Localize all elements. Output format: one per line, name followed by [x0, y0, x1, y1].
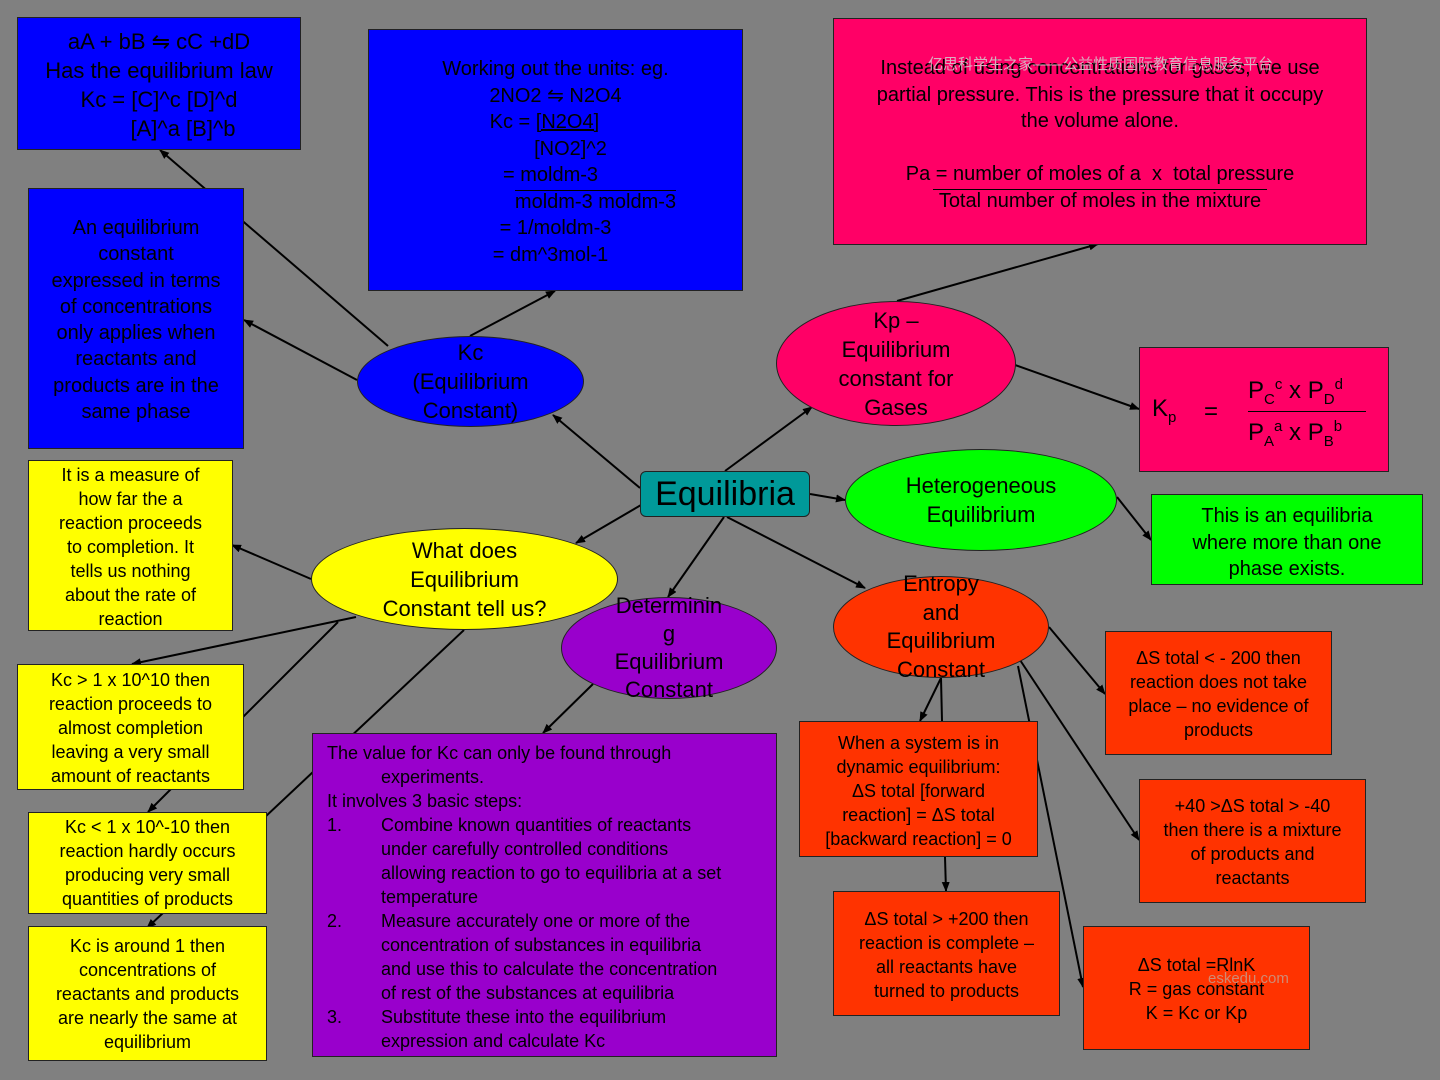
kp-numerator: PCc x PDd: [1248, 376, 1343, 408]
heterogeneous-def-box: This is an equilibria where more than on…: [1151, 494, 1423, 585]
kp-equals: =: [1204, 398, 1219, 425]
kc-large-box: Kc > 1 x 10^10 then reaction proceeds to…: [17, 664, 244, 790]
arrow-hetero-to-def: [1116, 496, 1152, 541]
arrow-dyn-to-pos200: [941, 856, 950, 892]
central-title: Equilibria: [655, 475, 795, 513]
kp-symbol: Kp: [1152, 395, 1177, 426]
ds-neg200-box: ΔS total < - 200 then reaction does not …: [1105, 631, 1332, 755]
arrow-equilibria-to-what: [575, 504, 642, 544]
arrow-equilibria-to-kc: [552, 414, 641, 489]
list-item: 3. Substitute these into the equilibrium…: [327, 1007, 667, 1051]
arrow-kc-to-law: [159, 149, 389, 347]
arrow-entropy-to-mixture: [1019, 659, 1140, 841]
arrow-what-to-measure: [231, 544, 312, 580]
arrow-entropy-to-dyn: [919, 677, 942, 722]
measure-box: It is a measure of how far the a reactio…: [28, 460, 233, 631]
arrow-kp-to-formula: [1014, 364, 1140, 410]
kc-law-box: aA + bB ⇋ cC +dD Has the equilibrium law…: [17, 17, 301, 150]
list-item: 1. Combine known quantities of reactants…: [327, 815, 722, 907]
kp-formula-box: Kp = PCc x PDd PAa x PBb: [1139, 347, 1389, 472]
kc-one-box: Kc is around 1 then concentrations of re…: [28, 926, 267, 1061]
kp-partial-pressure-box: Instead of using concentrations for gase…: [833, 18, 1367, 245]
entropy-trunk-line: [940, 677, 943, 722]
arrow-equilibria-to-kp: [724, 406, 813, 472]
list-item: 2. Measure accurately one or more of the…: [327, 911, 718, 1003]
watermark-cn: 亿思科学生之家——公益性质国际教育信息服务平台: [928, 56, 1274, 73]
ds-pos200-box: ΔS total > +200 then reaction is complet…: [833, 891, 1060, 1016]
kp-denominator: PAa x PBb: [1248, 418, 1343, 450]
arrow-equilibria-to-determ: [667, 516, 725, 598]
arrow-what-to-large: [131, 616, 357, 667]
ds-mixture-box: +40 >ΔS total > -40 then there is a mixt…: [1139, 779, 1366, 903]
arrow-kc-to-phase: [243, 319, 358, 381]
kc-units-box: Working out the units: eg. 2NO2 ⇋ N2O4 K…: [368, 29, 743, 291]
ds-rlnk-box: ΔS total =RlnK R = gas constant K = Kc o…: [1083, 926, 1310, 1050]
arrow-kp-to-partial: [896, 242, 1099, 302]
arrow-determ-to-text: [542, 683, 594, 734]
kc-phase-box: An equilibrium constant expressed in ter…: [28, 188, 244, 449]
watermark-site: eskedu.com: [1208, 970, 1289, 987]
arrow-entropy-to-neg200: [1048, 626, 1106, 695]
kp-fraction-bar: [1248, 411, 1366, 412]
arrow-entropy-to-rlnk: [1017, 665, 1086, 988]
arrow-equilibria-to-hetero: [809, 493, 846, 503]
dynamic-equilibrium-box: When a system is in dynamic equilibrium:…: [799, 721, 1038, 857]
kc-small-box: Kc < 1 x 10^-10 then reaction hardly occ…: [28, 812, 267, 914]
arrow-kc-to-units: [469, 290, 556, 337]
arrow-equilibria-to-entropy: [726, 516, 866, 589]
determining-steps-list: 1. Combine known quantities of reactants…: [327, 813, 768, 1053]
central-node[interactable]: Equilibria: [640, 471, 810, 517]
determining-text-box: The value for Kc can only be found throu…: [312, 733, 777, 1057]
